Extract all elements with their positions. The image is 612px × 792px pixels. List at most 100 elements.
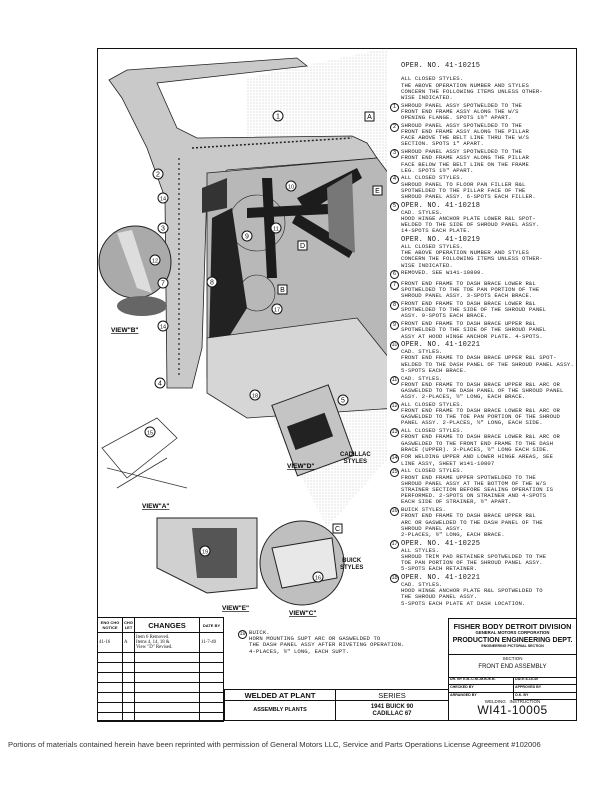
callout-12: 12 — [149, 254, 161, 266]
assembly-plants-box: ASSEMBLY PLANTS — [224, 700, 336, 721]
item-gutter: 16 — [390, 507, 401, 517]
front-end-assembly-illustration: 1 2 3 4 5 7 8 9 10 11 12 14 14 15 16 17 … — [98, 48, 387, 617]
approved-by: APPROVED BY — [513, 685, 576, 693]
item-gutter — [390, 56, 401, 65]
section-value: FRONT END ASSEMBLY — [478, 664, 547, 670]
view-d-label: VIEW"D" — [287, 463, 314, 470]
item-gutter: 17 — [390, 539, 401, 549]
section-mark-a: A — [364, 111, 375, 122]
svg-text:16: 16 — [315, 576, 321, 582]
company-name: FISHER BODY DETROIT DIVISION — [453, 622, 572, 631]
item-number-circle: 6 — [390, 270, 399, 280]
svg-text:8: 8 — [210, 280, 214, 287]
item-number-circle: 8 — [390, 301, 399, 310]
oper-number: OPER. NO. 41-10221 — [401, 573, 481, 582]
signoff-right: DATE 8-15-40 APPROVED BY O.K. BY — [513, 677, 576, 700]
instruction-number: WI41-10005 — [477, 703, 548, 717]
signoff-left: DR. BY E.B.-C.M.-M.B./E.B. CHECKED BY AR… — [449, 677, 514, 699]
callout-7: 7 — [157, 277, 169, 289]
item-gutter: 8 — [390, 301, 401, 310]
item-text: CAD. STYLES. FRONT END FRAME TO DASH BRA… — [401, 374, 564, 401]
svg-text:7: 7 — [161, 281, 165, 288]
series-buick: 1941 BUICK 90 — [370, 704, 414, 710]
svg-text:E: E — [375, 188, 380, 195]
svg-text:11: 11 — [273, 227, 279, 233]
item-gutter: 9 — [390, 321, 401, 331]
item-number-circle: 10 — [390, 341, 399, 351]
item-text: FOR WELDING UPPER AND LOWER HINGE AREAS,… — [401, 453, 554, 467]
view-e-label: VIEW"E" — [222, 605, 249, 612]
item-number-circle: 12 — [390, 401, 399, 411]
company-block: FISHER BODY DETROIT DIVISION GENERAL MOT… — [449, 619, 576, 655]
svg-text:15: 15 — [147, 431, 153, 437]
item-gutter: 2 — [390, 122, 401, 132]
item-text: ALL CLOSED STYLES. FRONT END FRAME UPPER… — [401, 467, 554, 506]
callout-2: 2 — [152, 168, 164, 180]
item-text: ALL CLOSED STYLES. FRONT END FRAME TO DA… — [401, 400, 561, 427]
item-text: BUICK STYLES. FRONT END FRAME TO DASH BR… — [401, 506, 543, 538]
view-c-label: VIEW"C" — [289, 610, 316, 617]
table-row: 41-16 A Item 6 Removed. Items 4, 14, 18 … — [97, 632, 224, 653]
callout-9: 9 — [241, 230, 253, 242]
item-number-circle: 18 — [390, 573, 399, 583]
svg-text:5: 5 — [341, 398, 345, 405]
item-text: SHROUD PANEL ASSY SPOTWELDED TO THE FRON… — [401, 148, 529, 174]
svg-text:D: D — [300, 243, 305, 250]
callout-15: 15 — [144, 426, 156, 438]
arranged-by: ARRANGED BY — [450, 693, 477, 697]
svg-text:B: B — [280, 287, 285, 294]
item-number-circle: 5 — [390, 201, 399, 211]
svg-text:4: 4 — [158, 381, 162, 388]
drawn-by: DR. BY E.B.-C.M.-M.B./E.B. — [449, 677, 513, 685]
item-number-circle: 7 — [390, 280, 399, 290]
svg-text:9: 9 — [245, 234, 249, 241]
callout-3: 3 — [157, 222, 169, 234]
svg-text:C: C — [335, 526, 340, 533]
callout-5: 5 — [337, 394, 349, 406]
item-gutter: 1 — [390, 102, 401, 112]
welded-at-plant-label: WELDED AT PLANT — [244, 691, 316, 700]
department-name: PRODUCTION ENGINEERING DEPT. — [452, 636, 573, 644]
item-gutter: 15 — [390, 468, 401, 478]
item-number-circle: 9 — [390, 321, 399, 331]
corporation-name: GENERAL MOTORS CORPORATION — [475, 630, 550, 636]
item-number-circle: 16 — [390, 507, 399, 517]
svg-text:19: 19 — [202, 550, 208, 556]
item-text: ALL CLOSED STYLES. SHROUD PANEL TO FLOOR… — [401, 174, 536, 201]
view-b-label: VIEW"B" — [111, 327, 138, 334]
section-mark-d: D — [297, 240, 308, 251]
section-mark-b: B — [277, 284, 288, 295]
svg-text:1: 1 — [276, 114, 280, 121]
item-number-circle: 15 — [390, 468, 399, 478]
callout-16: 16 — [312, 571, 324, 583]
buick-styles-label: BUICK STYLES — [340, 558, 364, 571]
assembly-plants-label: ASSEMBLY PLANTS — [253, 707, 307, 713]
cadillac-styles-label: CADILLAC STYLES — [340, 452, 371, 465]
callout-19: 19 — [199, 545, 211, 557]
changes-table: ENG CHG NOTICE CHG LET CHANGES DATE BY 4… — [97, 617, 224, 722]
item-number-circle: 3 — [390, 149, 399, 159]
item-text: FRONT END FRAME TO DASH BRACE UPPER R&L … — [401, 320, 547, 340]
notes-column: OPER. NO. 41-10215 ALL CLOSED STYLES. TH… — [390, 56, 576, 608]
svg-text:14: 14 — [160, 197, 166, 203]
item-gutter — [390, 236, 401, 245]
item-text: CAD. STYLES. HOOD HINGE ANCHOR PLATE LOW… — [401, 208, 540, 235]
item-number-circle: 14 — [390, 454, 399, 464]
svg-text:18: 18 — [252, 394, 258, 400]
ok-by: O.K. BY — [515, 693, 529, 697]
item-text: CAD. STYLES. HOOD HINGE ANCHOR PLATE R&L… — [401, 580, 543, 607]
item-number-circle: 4 — [390, 175, 399, 185]
series-cadillac: CADILLAC 67 — [372, 711, 412, 717]
